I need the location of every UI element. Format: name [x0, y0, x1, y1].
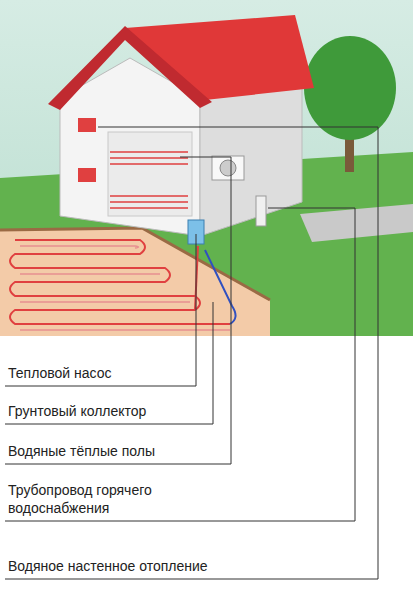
fan	[220, 160, 236, 176]
room-cut	[108, 132, 192, 216]
part-label: Грунтовый коллектор	[8, 402, 208, 420]
part-label: Трубопровод горячего водоснабжения	[8, 481, 208, 517]
roof	[48, 26, 212, 110]
part-label: Тепловой насос	[8, 364, 208, 382]
ground-coil	[20, 246, 230, 330]
leader-line	[5, 127, 378, 579]
floor-heating	[110, 152, 188, 208]
leader-line	[5, 234, 196, 386]
house-wall	[200, 88, 302, 236]
sky	[0, 0, 413, 336]
leader-line	[5, 208, 355, 521]
water-tank	[256, 196, 266, 226]
leader-line	[5, 302, 213, 424]
outdoor-unit	[212, 156, 244, 180]
part-label: Водяные тёплые полы	[8, 442, 208, 460]
radiator	[78, 168, 96, 182]
leader-line	[5, 157, 231, 464]
soil-cut	[0, 228, 270, 336]
radiator	[78, 118, 96, 132]
tree-crown	[304, 36, 396, 140]
part-label: Водяное настенное отопление	[8, 557, 208, 575]
ground-coil	[10, 240, 230, 324]
path	[300, 204, 413, 242]
soil-edge	[0, 228, 270, 300]
